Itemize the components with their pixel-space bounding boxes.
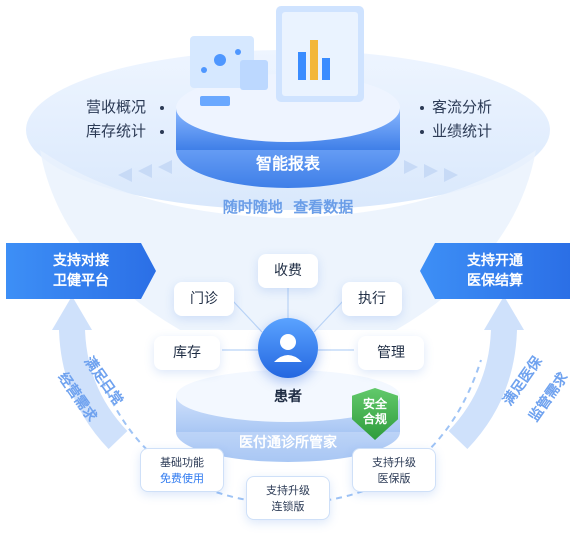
dot-right-1 [420,106,424,110]
stat-traffic: 客流分析 [432,98,493,116]
tag-basic-free: 基础功能 免费使用 [140,448,224,492]
top-right-list: 客流分析 业绩统计 [432,96,522,144]
tag-chain-line2: 连锁版 [271,500,305,513]
tag-insurance: 支持升级 医保版 [352,448,436,492]
tag-chain-line1: 支持升级 [266,484,310,497]
dot-right-2 [420,130,424,134]
module-clinic: 门诊 [174,282,234,316]
tag-basic-line1: 基础功能 [160,456,204,469]
stat-performance: 业绩统计 [432,122,493,140]
badge-line1: 安全 [362,397,387,411]
monitor-illustration [190,6,364,106]
badge-line2: 合规 [362,412,387,426]
left-banner-line1: 支持对接 [53,253,109,269]
tag-insurance-line1: 支持升级 [372,456,416,469]
tag-insurance-line2: 医保版 [377,472,411,485]
right-banner-line2: 医保结算 [467,273,523,289]
patient-circle [258,318,318,378]
module-manage: 管理 [358,336,424,370]
dot-left-1 [160,106,164,110]
top-left-list: 营收概况 库存统计 [86,96,176,144]
product-label: 医付通诊所管家 [239,435,337,451]
stat-revenue: 营收概况 [86,98,147,116]
module-charge: 收费 [258,254,318,288]
patient-label: 患者 [274,389,302,405]
tag-basic-line2: 免费使用 [160,472,204,485]
left-banner: 支持对接 卫健平台 [6,243,156,299]
module-inventory: 库存 [154,336,220,370]
right-banner: 支持开通 医保结算 [420,243,570,299]
tag-chain: 支持升级 连锁版 [246,476,330,520]
right-banner-line1: 支持开通 [467,253,523,269]
slogan: 随时随地 查看数据 [222,198,354,216]
dot-left-2 [160,130,164,134]
stat-inventory: 库存统计 [86,122,147,140]
user-icon [274,334,302,362]
module-execute: 执行 [342,282,402,316]
left-banner-line2: 卫健平台 [53,273,109,289]
report-platform-label: 智能报表 [255,154,320,173]
